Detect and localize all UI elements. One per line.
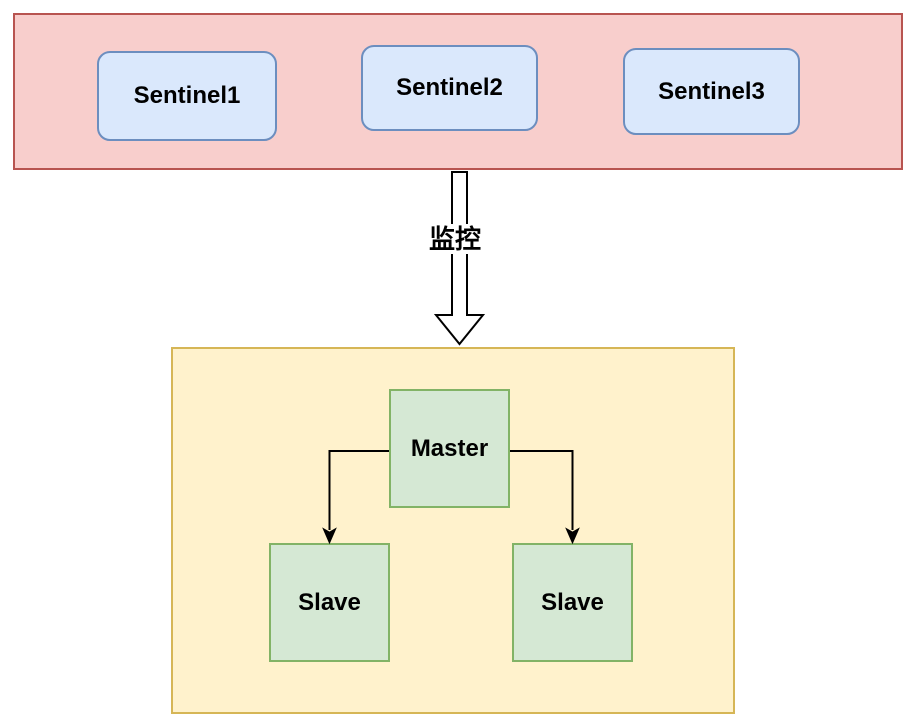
sentinel2-label: Sentinel2 [396, 74, 503, 101]
monitor-arrow [433, 171, 486, 346]
slave-right-label: Slave [541, 588, 604, 616]
slave-node-right: Slave [512, 543, 633, 662]
sentinel1-node: Sentinel1 [97, 51, 277, 141]
master-label: Master [410, 434, 489, 462]
replication-group-container: Master Slave Slave [171, 347, 735, 714]
sentinel3-node: Sentinel3 [623, 48, 800, 135]
sentinel1-label: Sentinel1 [133, 82, 241, 109]
monitor-arrow-label: 监控 [421, 224, 489, 254]
sentinel3-label: Sentinel3 [658, 77, 765, 105]
master-node: Master [389, 389, 510, 508]
sentinel2-node: Sentinel2 [361, 45, 538, 131]
slave-node-left: Slave [269, 543, 390, 662]
slave-left-label: Slave [298, 588, 361, 616]
sentinel-group-container: Sentinel1 Sentinel2 Sentinel3 [13, 13, 903, 170]
